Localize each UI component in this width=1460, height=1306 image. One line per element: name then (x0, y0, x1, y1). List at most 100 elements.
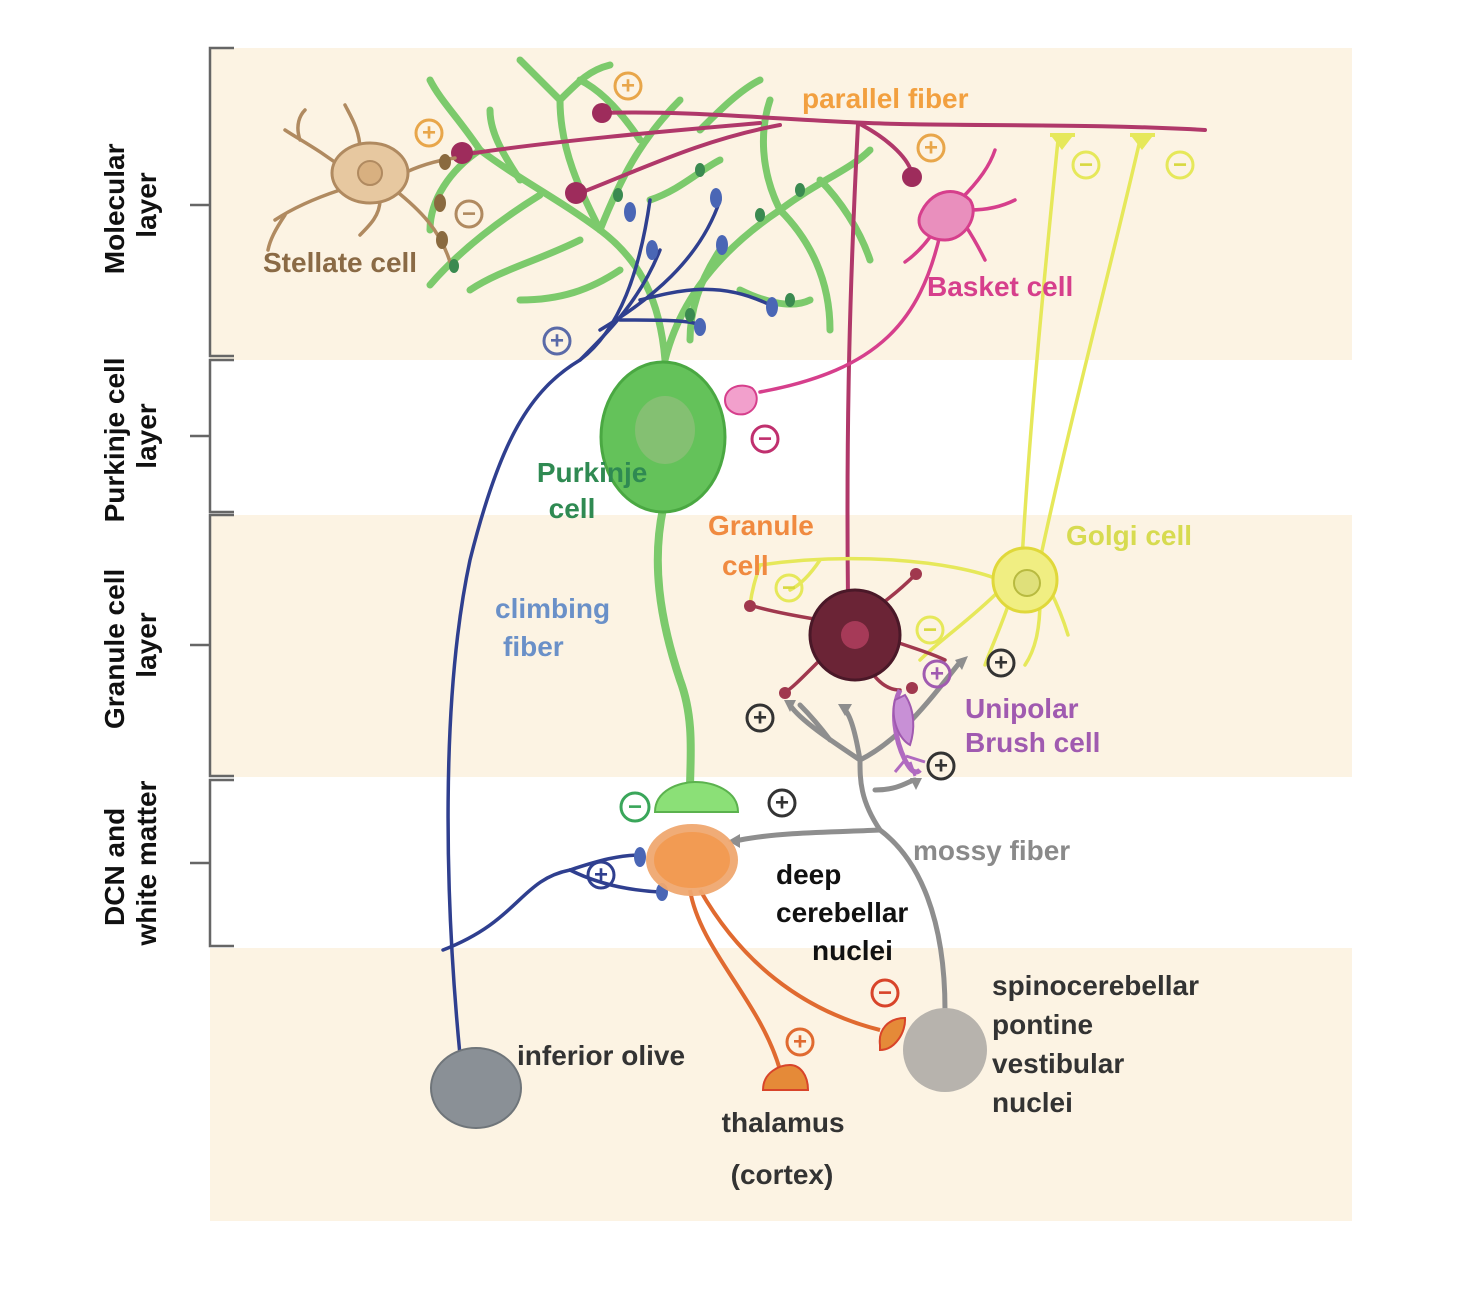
spinocerebellar-nuclei-soma (903, 1008, 987, 1092)
sign-plus-climbing-dcn: + (586, 860, 616, 890)
label-golgi-cell: Golgi cell (1066, 520, 1192, 551)
purkinje-dendrites (426, 56, 874, 364)
sign-plus-basket: + (916, 133, 946, 163)
granule-band (210, 515, 1352, 777)
sign-minus-golgi-1: − (1071, 150, 1101, 180)
label-purkinje-cell: Purkinje cell (537, 457, 655, 524)
sign-plus-mossy-1: + (986, 648, 1016, 678)
sign-minus-golgi-2: − (1165, 150, 1195, 180)
ubc-soma (892, 693, 915, 747)
svg-text:−: − (1079, 152, 1093, 179)
svg-text:−: − (1173, 152, 1187, 179)
sign-minus-golgi-granule-2: − (915, 615, 945, 645)
layer-label-purkinje: Purkinje cell layer (99, 350, 162, 523)
cell-labels: parallel fiber Stellate cell Basket cell… (263, 83, 1207, 1190)
sign-minus-dcn-nuclei: − (870, 978, 900, 1008)
sign-plus-mossy-dcn: + (767, 788, 797, 818)
svg-text:+: + (775, 790, 789, 817)
label-basket-cell: Basket cell (927, 271, 1073, 302)
sign-minus-purkinje-dcn: − (619, 791, 651, 823)
svg-text:−: − (758, 426, 772, 453)
svg-text:+: + (550, 328, 564, 355)
label-mossy-fiber: mossy fiber (913, 835, 1070, 866)
sign-plus-thalamus: + (785, 1027, 815, 1057)
climbing-collateral (441, 853, 642, 952)
svg-text:−: − (923, 617, 937, 644)
svg-text:+: + (753, 705, 767, 732)
dcn-efferent-nuclei (698, 889, 881, 1032)
label-inferior-olive: inferior olive (517, 1040, 685, 1071)
layer-brackets (190, 46, 234, 948)
dcn-efferent-thalamus (688, 889, 782, 1071)
stellate-nucleus (357, 160, 383, 186)
basket-axon (758, 233, 942, 394)
sign-plus-climbing: + (542, 326, 572, 356)
label-spinocerebellar-nuclei: spinocerebellar pontine vestibular nucle… (992, 970, 1207, 1118)
sign-minus-golgi-granule-1: − (774, 573, 804, 603)
golgi-dendrite-2 (1038, 138, 1142, 562)
granule-ascending-axon (845, 122, 860, 602)
label-stellate-cell: Stellate cell (263, 247, 417, 278)
label-deep-cerebellar-nuclei: deep cerebellar nuclei (776, 859, 916, 966)
parallel-fiber-synapses (451, 103, 922, 204)
nuclei-terminal (878, 1016, 907, 1052)
purkinje-synapse-dots (449, 163, 805, 322)
purkinje-cell (599, 360, 740, 813)
thalamus-terminal (761, 1063, 810, 1091)
layer-bands (210, 48, 1352, 1221)
unipolar-brush-cell (892, 688, 926, 777)
mossy-fiber-terminals (728, 656, 968, 848)
dcn-soma (646, 824, 738, 896)
bracket-purkinje (190, 358, 234, 514)
svg-text:+: + (934, 753, 948, 780)
sign-plus-ubc: + (922, 659, 952, 689)
mossy-fiber-main (842, 707, 948, 1013)
svg-text:+: + (994, 650, 1008, 677)
svg-text:−: − (628, 794, 642, 821)
svg-text:−: − (782, 575, 796, 602)
golgi-cell (748, 133, 1155, 667)
granule-nucleus (841, 621, 869, 649)
sign-minus-basket: − (750, 424, 780, 454)
sign-plus-mossy-3: + (926, 751, 956, 781)
golgi-dendrite-1 (1020, 138, 1060, 562)
svg-text:+: + (930, 661, 944, 688)
svg-text:+: + (793, 1029, 807, 1056)
label-climbing-fiber: climbing fiber (495, 593, 618, 662)
stellate-cell (266, 103, 457, 264)
golgi-nucleus (1013, 569, 1041, 597)
layer-label-dcn: DCN and white matter (99, 780, 162, 946)
layer-labels: Molecular layer Purkinje cell layer Gran… (99, 136, 162, 946)
climbing-fiber (441, 198, 772, 1057)
label-granule-cell: Granule cell (708, 510, 822, 581)
bracket-molecular (190, 46, 234, 358)
sign-plus-stellate: + (414, 118, 444, 148)
svg-text:−: − (462, 201, 476, 228)
layer-label-granule: Granule cell layer (99, 561, 162, 729)
basket-soma (917, 190, 975, 242)
sign-plus-mossy-2: + (745, 703, 775, 733)
label-thalamus: thalamus (cortex) (722, 1107, 853, 1190)
svg-text:−: − (878, 980, 892, 1007)
inferior-olive-soma (430, 1047, 522, 1129)
label-unipolar-brush-cell: Unipolar Brush cell (965, 693, 1100, 758)
bracket-dcn (190, 778, 234, 948)
dcn-group (646, 824, 907, 1091)
purkinje-terminal (653, 780, 740, 813)
svg-text:+: + (621, 73, 635, 100)
parallel-fiber-main (598, 110, 1207, 132)
synapse-signs: + + − + − − + − − − + + + + + − + − + (414, 71, 1195, 1057)
basket-cell (723, 148, 1017, 416)
parallel-fibers (458, 110, 1207, 602)
basket-terminal (723, 384, 758, 416)
bracket-granule (190, 513, 234, 778)
molecular-band (210, 48, 1352, 360)
purkinje-nucleus (635, 396, 695, 464)
sign-minus-stellate: − (454, 199, 484, 229)
purkinje-axon (653, 499, 695, 791)
svg-text:+: + (422, 120, 436, 147)
svg-text:+: + (924, 135, 938, 162)
svg-text:+: + (594, 862, 608, 889)
layer-label-molecular: Molecular layer (99, 136, 162, 274)
